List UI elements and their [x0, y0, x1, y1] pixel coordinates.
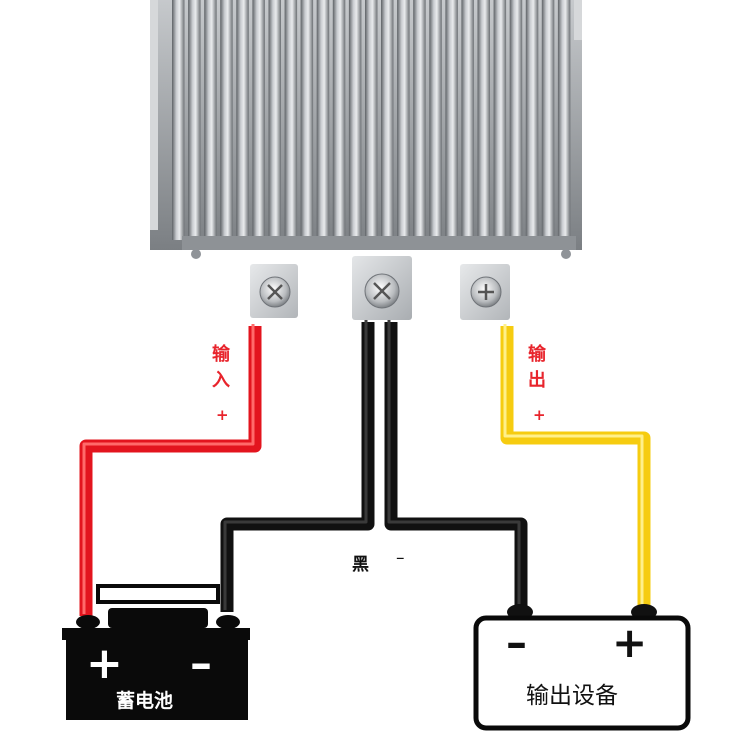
heatsink-fin	[413, 0, 426, 240]
heatsink-fin	[477, 0, 490, 240]
converter-heatsink	[150, 0, 582, 259]
heatsink-fins	[172, 0, 571, 240]
battery-minus-sign: –	[190, 638, 212, 689]
battery-body	[66, 640, 248, 720]
heatsink-fin	[316, 0, 330, 240]
terminal-output	[460, 264, 510, 320]
battery-top-ridge	[108, 608, 208, 628]
battery-post-negative	[216, 615, 240, 629]
device-label: 输出设备	[526, 683, 618, 709]
heatsink-side-left	[150, 0, 158, 230]
heatsink-fin	[348, 0, 362, 240]
heatsink-fin	[220, 0, 233, 240]
mount-foot-left	[191, 249, 201, 259]
output-device	[473, 604, 691, 731]
mount-foot-right	[561, 249, 571, 259]
input-plus-sign: +	[216, 406, 229, 424]
output-plus-sign: +	[533, 406, 546, 424]
battery-post-positive	[76, 615, 100, 629]
heatsink-fin	[365, 0, 378, 240]
input-wire	[79, 324, 262, 616]
ground-wires	[220, 320, 528, 612]
heatsink-fin	[188, 0, 201, 240]
heatsink-fin	[236, 0, 249, 240]
input-label-char-2: 入	[212, 370, 230, 391]
heatsink-fin	[461, 0, 474, 240]
device-plus-sign: +	[612, 618, 648, 667]
heatsink-fin	[397, 0, 410, 240]
heatsink-fin	[429, 0, 442, 240]
battery-top-cap	[96, 584, 220, 604]
output-label-char-2: 出	[528, 370, 546, 391]
heatsink-fin	[268, 0, 281, 240]
output-label-char-1: 输	[528, 344, 546, 365]
heatsink-fin	[445, 0, 458, 240]
device-minus-sign: –	[506, 618, 527, 667]
heatsink-fin	[284, 0, 298, 240]
heatsink-fin	[252, 0, 265, 240]
heatsink-side-right	[574, 0, 582, 40]
heatsink-fin	[525, 0, 539, 240]
battery	[62, 584, 250, 720]
terminal-input	[250, 264, 298, 318]
heatsink-fin	[332, 0, 346, 240]
heatsink-fin	[509, 0, 523, 240]
battery-plus-sign: +	[86, 638, 123, 689]
input-label-char-1: 输	[212, 344, 230, 365]
battery-label: 蓄电池	[116, 690, 174, 712]
heatsink-fin	[541, 0, 555, 240]
heatsink-fin	[381, 0, 394, 240]
terminal-ground	[352, 256, 412, 320]
ground-minus-sign: –	[396, 548, 405, 568]
heatsink-fin	[204, 0, 217, 240]
heatsink-fin	[172, 0, 185, 240]
heatsink-fin	[557, 0, 571, 240]
output-wire	[500, 324, 651, 610]
heatsink-bottom-edge	[182, 236, 576, 250]
ground-label: 黑	[352, 555, 369, 575]
heatsink-fin	[493, 0, 507, 240]
device-box	[473, 615, 691, 731]
heatsink-fin	[300, 0, 314, 240]
